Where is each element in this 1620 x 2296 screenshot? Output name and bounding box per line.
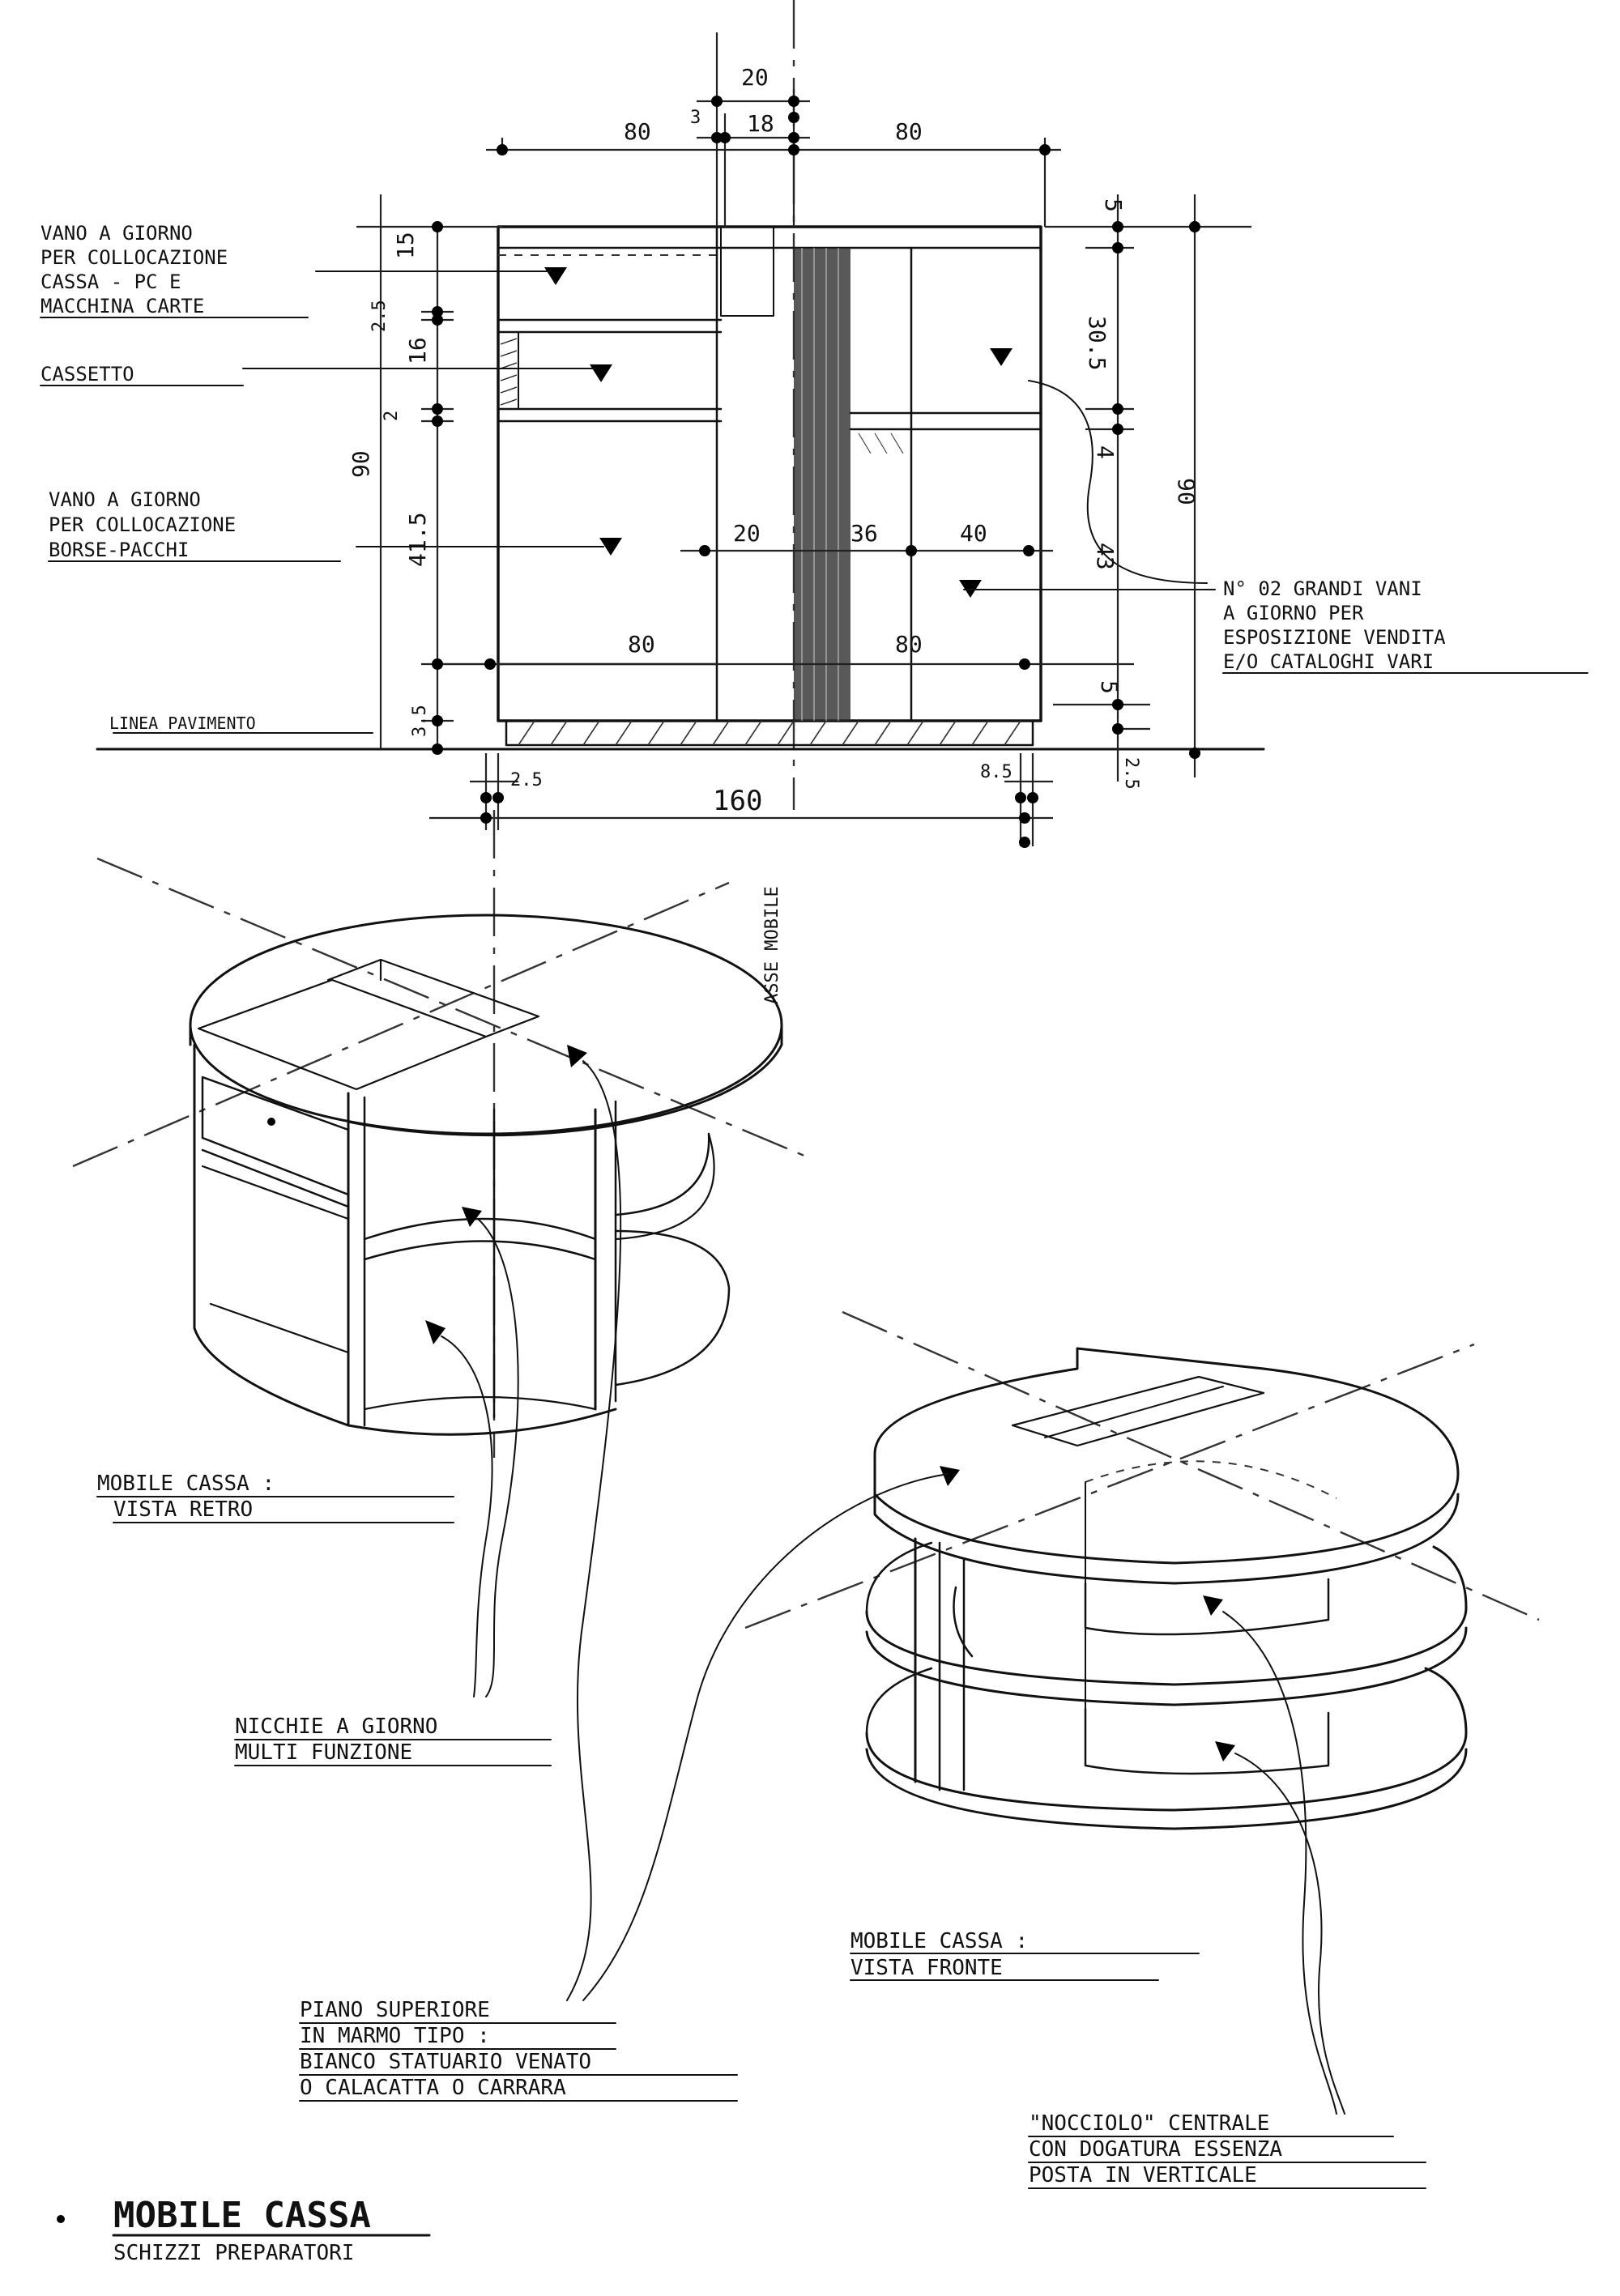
- dim-bottom-8-5: 8.5: [980, 762, 1013, 782]
- callout-piano-4: O CALACATTA O CARRARA: [300, 2076, 566, 2100]
- dim-right-90: 90: [1173, 478, 1200, 505]
- label-asse-mobile: ASSE MOBILE: [762, 886, 782, 1004]
- callout-nicchie-2: MULTI FUNZIONE: [235, 1740, 412, 1765]
- dim-right-2-5: 2.5: [1121, 757, 1141, 790]
- dim-right-4: 4: [1092, 445, 1119, 459]
- dim-bottom-2-5: 2.5: [510, 770, 543, 790]
- drawer-front: [497, 331, 519, 410]
- dim-inner-36: 36: [850, 520, 878, 547]
- label-vani-right-3: ESPOSIZIONE VENDITA: [1223, 626, 1446, 649]
- label-vano-top-3: CASSA - PC E: [40, 270, 181, 293]
- dim-top-18: 18: [747, 110, 774, 137]
- dim-left-2: 2: [382, 411, 402, 421]
- label-vano-mid-2: PER COLLOCAZIONE: [49, 513, 236, 536]
- elevation-body: [497, 225, 1042, 722]
- dim-right-30-5: 30.5: [1084, 316, 1111, 370]
- dim-left-15: 15: [392, 232, 419, 259]
- label-vani-right-1: N° 02 GRANDI VANI: [1223, 577, 1422, 600]
- label-vano-top-4: MACCHINA CARTE: [40, 295, 204, 317]
- label-cassetto: CASSETTO: [40, 363, 134, 386]
- section-marker-icon: [544, 267, 1013, 598]
- title-main: MOBILE CASSA: [113, 2195, 371, 2236]
- plinth: [505, 719, 1034, 747]
- label-vani-right-2: A GIORNO PER: [1223, 602, 1364, 624]
- dim-bottom-160: 160: [713, 785, 762, 817]
- callout-nocciolo-3: POSTA IN VERTICALE: [1029, 2163, 1257, 2187]
- central-core: [794, 248, 850, 721]
- label-vano-mid-3: BORSE-PACCHI: [49, 539, 189, 561]
- dim-left-16: 16: [404, 337, 431, 364]
- dim-top-20: 20: [741, 64, 769, 91]
- dim-top-80-left: 80: [624, 118, 651, 145]
- dim-inner-40: 40: [960, 520, 987, 547]
- dim-inner-80-right: 80: [895, 631, 923, 658]
- dim-right-43: 43: [1092, 543, 1119, 570]
- dim-inner-80-left: 80: [628, 631, 655, 658]
- dim-top-80-right: 80: [895, 118, 923, 145]
- dim-left-3-5: 3.5: [410, 705, 430, 737]
- label-vano-mid-1: VANO A GIORNO: [49, 488, 201, 511]
- front-elevation: 20 80 3 18 80 15 2.5 16 2 90 41.5 3.5 5 …: [40, 0, 1588, 1004]
- dim-right-5-lower: 5: [1096, 680, 1123, 694]
- dim-left-90: 90: [347, 450, 374, 478]
- callout-nocciolo-1: "NOCCIOLO" CENTRALE: [1029, 2111, 1269, 2136]
- dim-top-3: 3: [690, 108, 701, 128]
- dim-left-2-5: 2.5: [369, 300, 390, 332]
- title-bullet: [57, 2215, 65, 2223]
- label-vani-right-4: E/O CATALOGHI VARI: [1223, 650, 1434, 673]
- callout-piano-1: PIANO SUPERIORE: [300, 1998, 490, 2022]
- callout-nicchie-1: NICCHIE A GIORNO: [235, 1715, 437, 1739]
- section-marker-icon: [940, 1466, 1235, 1761]
- label-vano-top-1: VANO A GIORNO: [40, 222, 193, 245]
- title-sub: SCHIZZI PREPARATORI: [113, 2241, 354, 2265]
- section-marker-icon: [425, 1045, 587, 1344]
- label-retro-2: VISTA RETRO: [113, 1497, 253, 1522]
- label-fronte-1: MOBILE CASSA :: [850, 1929, 1028, 1953]
- dim-right-5: 5: [1100, 198, 1127, 212]
- label-vano-top-2: PER COLLOCAZIONE: [40, 246, 228, 269]
- label-fronte-2: VISTA FRONTE: [850, 1956, 1003, 1980]
- label-pavimento: LINEA PAVIMENTO: [109, 714, 256, 733]
- iso-view-fronte: MOBILE CASSA : VISTA FRONTE: [582, 1310, 1540, 2115]
- callout-piano-2: IN MARMO TIPO :: [300, 2024, 490, 2048]
- dim-left-41-5: 41.5: [404, 513, 431, 567]
- label-retro-1: MOBILE CASSA :: [97, 1472, 275, 1496]
- callout-nocciolo-2: CON DOGATURA ESSENZA: [1029, 2137, 1282, 2162]
- iso-view-retro: MOBILE CASSA : VISTA RETRO: [72, 810, 811, 2001]
- callout-piano-3: BIANCO STATUARIO VENATO: [300, 2050, 591, 2074]
- dim-inner-20: 20: [733, 520, 761, 547]
